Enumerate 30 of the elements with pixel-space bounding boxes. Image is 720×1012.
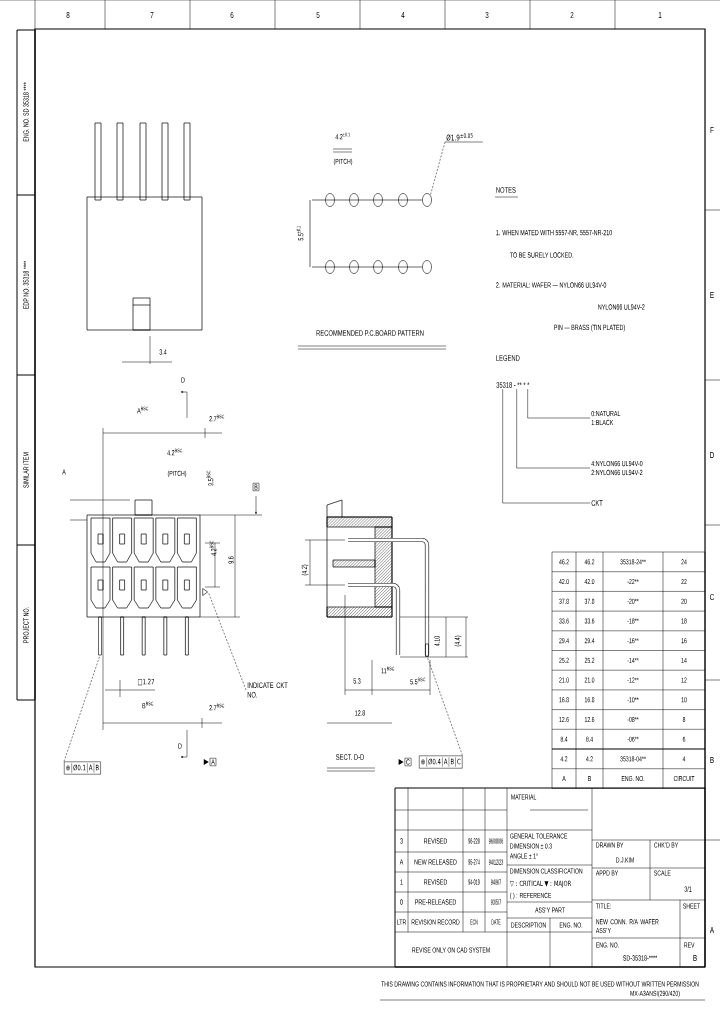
pin-tip	[425, 643, 429, 657]
leader-line	[207, 591, 247, 691]
zone-number: 8	[66, 11, 70, 19]
view-title: SECT. D-D	[336, 754, 364, 760]
zone-letter: F	[710, 127, 714, 133]
leader-line	[502, 388, 591, 504]
zone-number: 7	[150, 12, 154, 18]
zone-letter: B	[710, 757, 714, 763]
zone-letter: C	[710, 593, 715, 601]
zone-number: 2	[570, 11, 574, 19]
hole	[422, 193, 432, 207]
pin-tip	[98, 616, 102, 656]
notes-heading: NOTES	[496, 187, 516, 193]
leader-line	[516, 388, 591, 469]
zone-letter: A	[709, 927, 715, 933]
leader-line	[430, 141, 446, 196]
zone-number: 3	[485, 11, 489, 19]
zone-number: 4	[401, 12, 405, 18]
view-title: RECOMMENDED P.C.BOARD PATTERN	[316, 330, 424, 336]
leader-line	[63, 655, 101, 762]
leader-line	[426, 656, 463, 756]
zone-number: 5	[316, 11, 320, 19]
notes-heading: LEGEND	[496, 355, 520, 361]
title-block-text: B	[693, 955, 697, 961]
zone-letter: D	[710, 452, 714, 458]
leader-line	[527, 388, 591, 419]
indicator-triangle	[202, 588, 208, 596]
zone-number: 6	[230, 11, 234, 19]
zone-letter: E	[710, 292, 714, 298]
zone-number: 1	[658, 12, 662, 18]
